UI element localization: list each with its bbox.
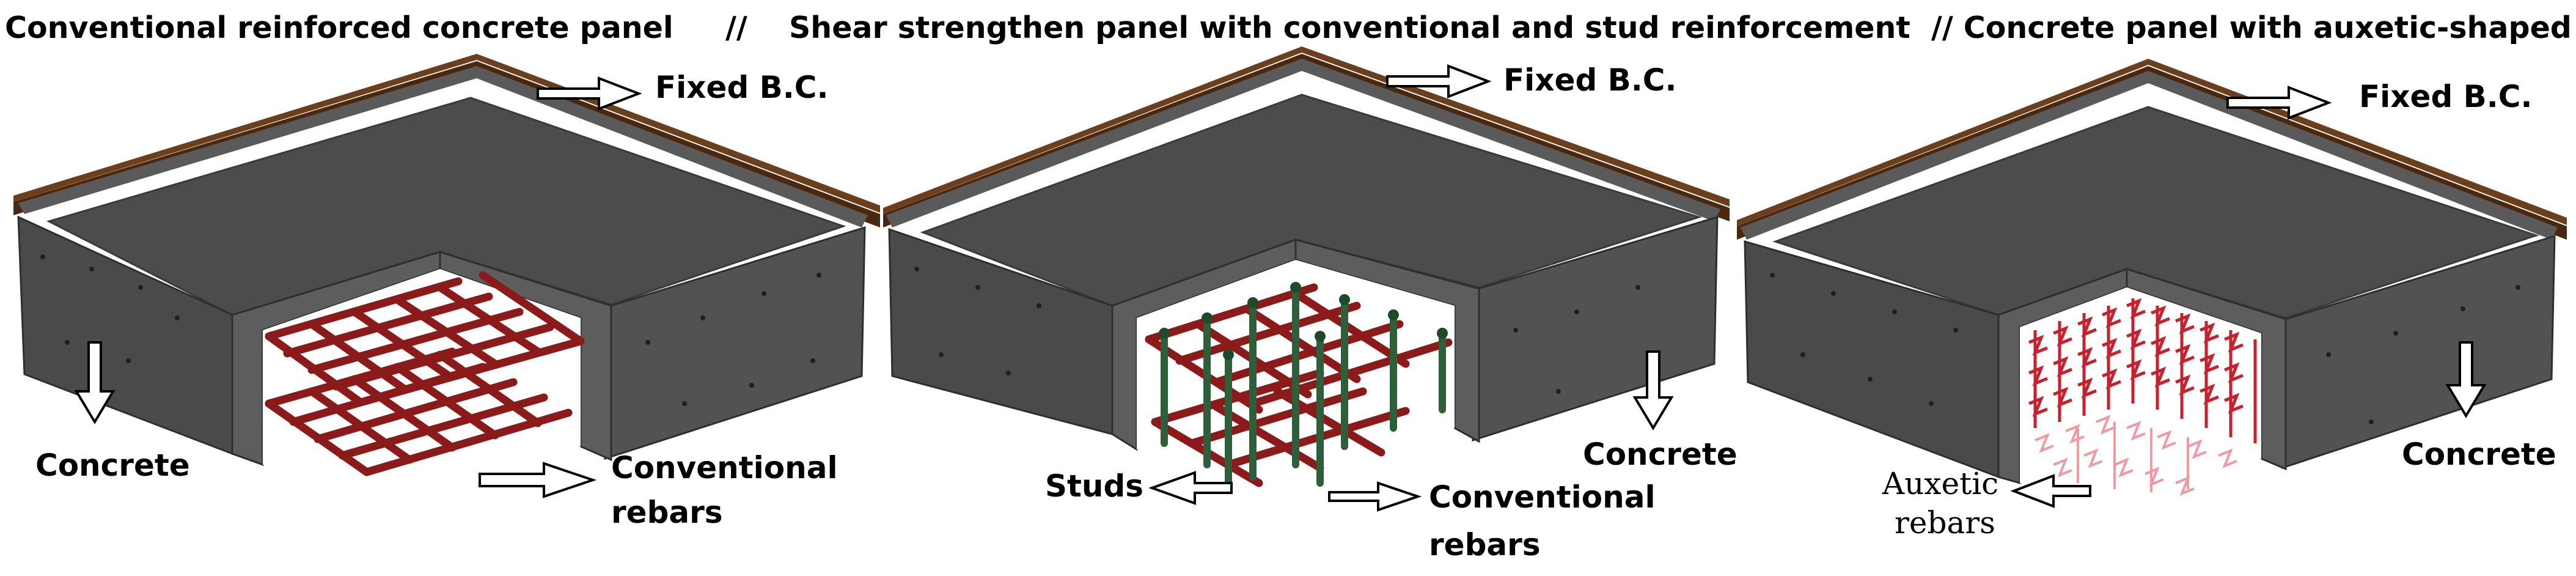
fixed-bc-arrow — [537, 76, 642, 111]
concrete-arrow — [74, 341, 116, 424]
concrete-label: Concrete — [1583, 437, 1738, 472]
concrete-label: Concrete — [2402, 437, 2556, 472]
fixed-bc-arrow — [2226, 86, 2332, 120]
concrete-arrow — [2445, 341, 2487, 418]
fixed-bc-arrow — [1386, 64, 1492, 98]
fixed-bc-label: Fixed B.C. — [1503, 62, 1676, 98]
conventional-rebar-grid-lower — [265, 347, 573, 476]
shear-studs — [1159, 282, 1448, 487]
concrete-surface-dots — [40, 254, 821, 406]
panel-stud-reinforcement: Fixed B.C. Concrete Studs Conventional r… — [883, 46, 1738, 563]
auxetic-rebar-lattice — [2028, 298, 2257, 496]
figure-title: Conventional reinforced concrete panel /… — [5, 10, 2576, 45]
rebar-label-line2: rebars — [1429, 527, 1541, 563]
auxetic-rebar-arrow — [2010, 474, 2091, 508]
concrete-label: Concrete — [35, 448, 190, 483]
rebar-label-line2: rebars — [1895, 505, 1995, 541]
cutaway-opening — [2020, 287, 2261, 501]
panel-auxetic: Fixed B.C. Concrete Auxetic rebars — [1737, 59, 2567, 541]
rebar-label-line1: Auxetic — [1882, 466, 1998, 501]
fixed-bc-label: Fixed B.C. — [655, 70, 828, 105]
panel-conventional: Fixed B.C. Concrete Conventional rebars — [13, 54, 880, 530]
rebar-label-line1: Conventional — [1429, 479, 1656, 515]
studs-arrow — [1148, 471, 1233, 505]
rebar-arrow — [1328, 481, 1422, 512]
fixed-bc-label: Fixed B.C. — [2359, 79, 2532, 114]
concrete-arrow — [1632, 350, 1674, 430]
rebar-label-line2: rebars — [611, 495, 723, 530]
rebar-arrow — [479, 462, 597, 498]
concrete-surface-dots — [914, 267, 1640, 394]
concrete-surface-dots — [1770, 273, 2520, 424]
studs-label: Studs — [1045, 468, 1143, 504]
rebar-label-line1: Conventional — [611, 450, 838, 486]
